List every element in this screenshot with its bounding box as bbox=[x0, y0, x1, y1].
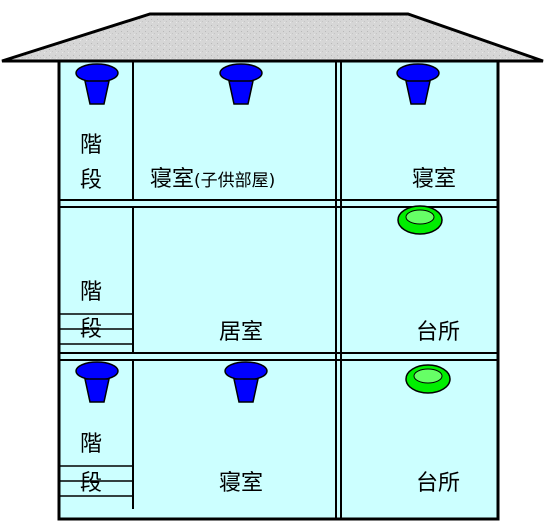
roof bbox=[1, 12, 544, 63]
stair-label-char: 階 bbox=[80, 133, 102, 158]
stair-steps-middle bbox=[59, 313, 133, 345]
stair-label-char: 段 bbox=[80, 317, 102, 342]
room-label-child-bedroom: 寝室(子供部屋) bbox=[150, 167, 275, 192]
heat-detector-icon bbox=[405, 364, 451, 394]
room-label-living: 居室 bbox=[219, 320, 263, 345]
stair-steps-bottom bbox=[59, 465, 133, 497]
room-label-kitchen: 台所 bbox=[416, 320, 460, 345]
stair-label-char: 段 bbox=[80, 471, 102, 496]
room-wall-right bbox=[335, 61, 342, 519]
smoke-detector-icon bbox=[75, 361, 119, 403]
smoke-detector-icon bbox=[396, 63, 440, 105]
room-label-bedroom: 寝室 bbox=[412, 167, 456, 192]
stair-label-char: 階 bbox=[80, 432, 102, 457]
house-body bbox=[57, 59, 500, 521]
smoke-detector-icon bbox=[224, 361, 268, 403]
room-label-sub: (子供部屋) bbox=[194, 171, 275, 191]
stair-label-char: 段 bbox=[80, 168, 102, 193]
smoke-detector-icon bbox=[75, 63, 119, 105]
room-label-main: 寝室 bbox=[150, 167, 194, 192]
stair-label-char: 階 bbox=[80, 280, 102, 305]
smoke-detector-icon bbox=[219, 63, 263, 105]
heat-detector-icon bbox=[397, 205, 443, 235]
room-label-bedroom: 寝室 bbox=[219, 471, 263, 496]
room-label-kitchen: 台所 bbox=[416, 471, 460, 496]
